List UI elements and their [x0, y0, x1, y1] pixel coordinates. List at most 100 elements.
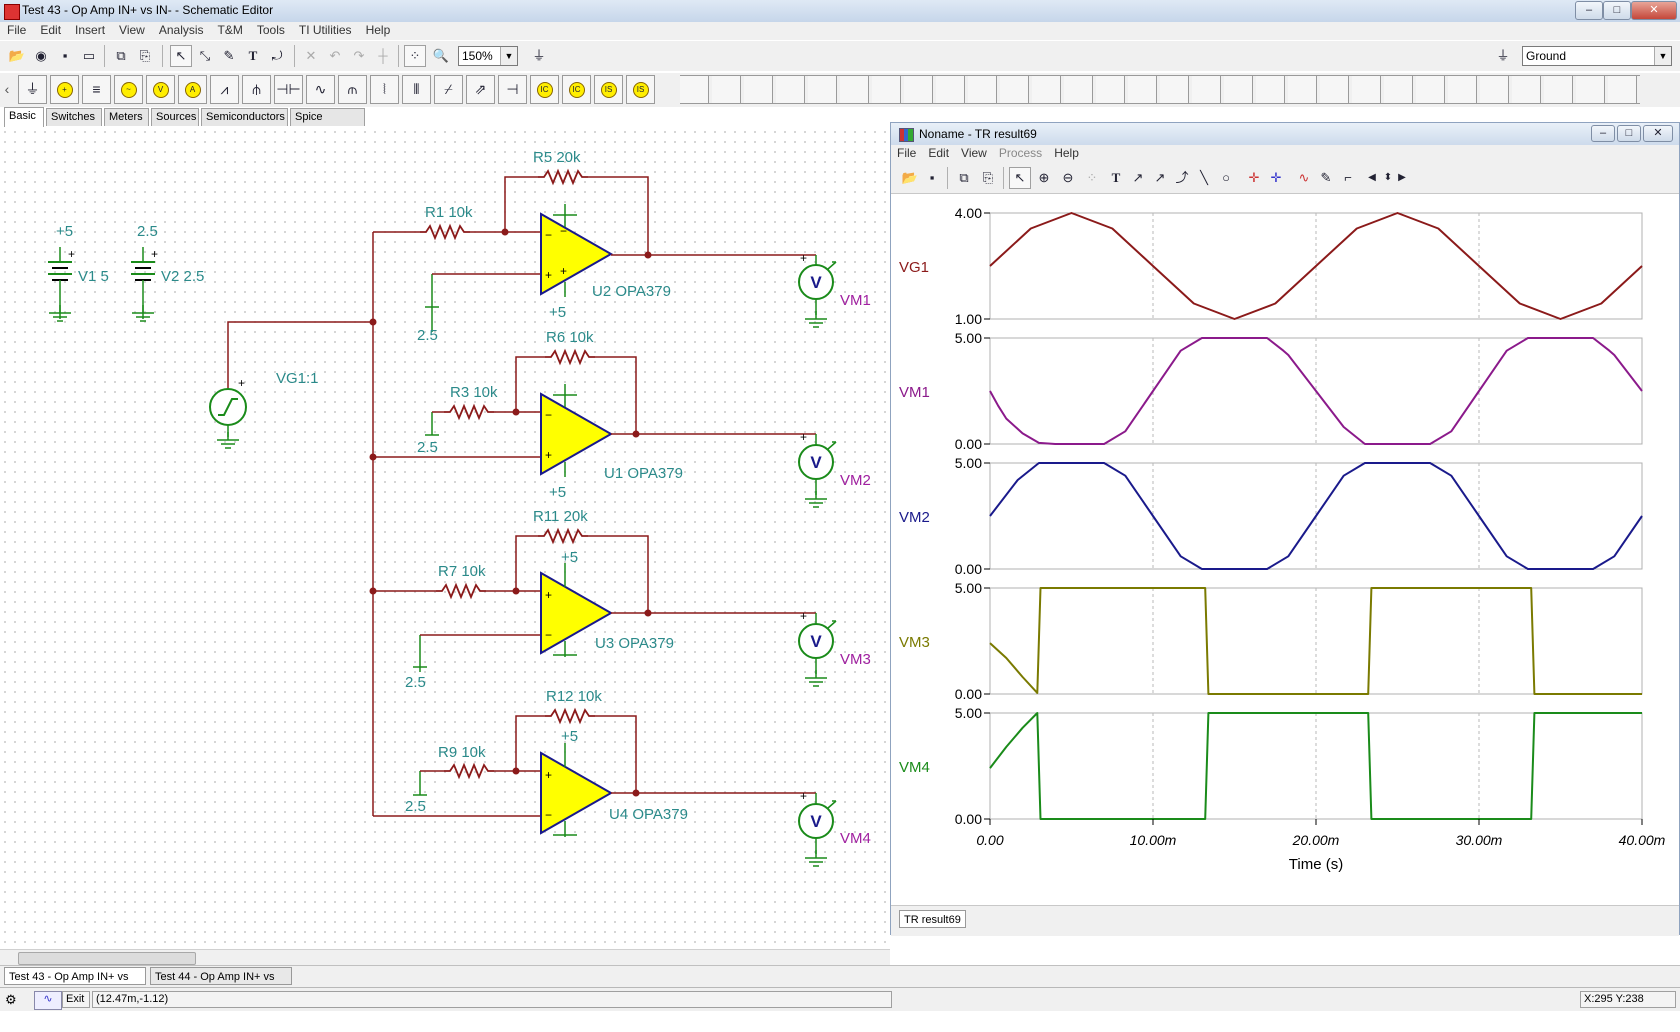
grid-icon[interactable]: ⁘ [404, 45, 426, 67]
potentiometer-icon[interactable]: ⫛ [242, 75, 271, 104]
rotate-icon[interactable]: ⤾ [271, 48, 283, 63]
tab-basic[interactable]: Basic [4, 107, 44, 127]
transformer-core-icon[interactable]: ⫴ [402, 75, 431, 104]
result-cursor-a-icon[interactable]: ✛ [1248, 170, 1260, 185]
result-select-arrow-icon[interactable]: ↖ [1009, 167, 1031, 189]
menu-view[interactable]: View [119, 23, 145, 37]
result-curve-2-icon[interactable]: ↗ [1154, 170, 1166, 185]
result-maximize-button[interactable]: □ [1617, 125, 1641, 142]
ammeter-icon[interactable]: A [178, 75, 207, 104]
controlled-source-3-icon[interactable]: IS [594, 75, 623, 104]
folder-icon[interactable]: ▭ [82, 48, 96, 63]
result-minimize-button[interactable]: – [1591, 125, 1615, 142]
menu-insert[interactable]: Insert [75, 23, 106, 37]
result-zoom-in-icon[interactable]: ⊕ [1038, 170, 1050, 185]
result-circle-icon[interactable]: ○ [1222, 170, 1230, 185]
exit-button[interactable]: Exit [62, 991, 90, 1008]
result-line-icon[interactable]: ╲ [1200, 170, 1208, 185]
coupled-inductor-icon[interactable]: ⦚ [370, 75, 399, 104]
transformer-icon[interactable]: ⫙ [338, 75, 367, 104]
menu-help[interactable]: Help [365, 23, 391, 37]
variable-element-icon[interactable]: ⇗ [466, 75, 495, 104]
probe-icon[interactable]: ⏚ [532, 48, 546, 63]
paste-icon[interactable]: ⎘ [139, 48, 151, 63]
function-generator-vg1[interactable] [209, 321, 373, 449]
result-paste-icon[interactable]: ⎘ [982, 170, 994, 185]
switch-icon[interactable]: ⌿ [434, 75, 463, 104]
capacitor-icon[interactable]: ⊣⊢ [274, 75, 303, 104]
result-menu-edit[interactable]: Edit [928, 146, 950, 160]
tab-semiconductors[interactable]: Semiconductors [201, 108, 288, 126]
wire-icon[interactable]: ┼ [378, 48, 388, 63]
close-button[interactable]: ✕ [1631, 1, 1677, 20]
tab-spice-macros[interactable]: Spice Macros [290, 108, 365, 140]
controlled-source-4-icon[interactable]: IS [626, 75, 655, 104]
result-navigate-updown-icon[interactable]: ⬍ [1383, 172, 1393, 183]
waveform-icon[interactable]: ∿ [34, 991, 62, 1010]
menu-ti-utilities[interactable]: TI Utilities [298, 23, 352, 37]
tab-test-44[interactable]: Test 44 - Op Amp IN+ vs IN- [150, 967, 292, 1001]
controlled-source-1-icon[interactable]: IC [530, 75, 559, 104]
inductor-icon[interactable]: ∿ [306, 75, 335, 104]
delete-icon[interactable]: ✕ [305, 48, 317, 63]
battery-v1[interactable] [48, 247, 72, 322]
schematic-canvas[interactable]: +5 + V1 5 2.5 + V2 2.5 + VG1:1 −+ −+ [0, 127, 890, 949]
copy-icon[interactable]: ⧉ [116, 48, 126, 63]
result-add-curve-icon[interactable]: ∿ [1298, 170, 1310, 185]
tab-switches[interactable]: Switches [46, 108, 102, 126]
pen-icon[interactable]: ✎ [223, 48, 235, 63]
ground-symbol-icon[interactable]: ⏚ [1496, 48, 1510, 63]
undo-icon[interactable]: ↶ [329, 48, 341, 63]
voltmeter-icon[interactable]: V [146, 75, 175, 104]
menu-tools[interactable]: Tools [256, 23, 285, 37]
text-icon[interactable]: T [248, 48, 258, 63]
result-navigate-left-icon[interactable]: ◀ [1368, 172, 1376, 183]
redo-icon[interactable]: ↷ [353, 48, 365, 63]
save-icon[interactable]: ▪ [62, 48, 68, 63]
result-navigate-right-icon[interactable]: ▶ [1398, 172, 1406, 183]
scroll-left-icon[interactable]: ‹ [4, 81, 10, 97]
select-arrow-icon[interactable]: ↖ [170, 45, 192, 67]
tab-meters[interactable]: Meters [104, 108, 149, 126]
result-open-icon[interactable]: 📂 [901, 170, 919, 185]
controlled-source-2-icon[interactable]: IC [562, 75, 591, 104]
result-text-icon[interactable]: T [1111, 170, 1121, 185]
voltage-source-icon[interactable]: ~ [114, 75, 143, 104]
result-menu-help[interactable]: Help [1054, 146, 1079, 160]
resistor-icon[interactable]: ⩘ [210, 75, 239, 104]
result-step-icon[interactable]: ⌐ [1344, 170, 1352, 185]
zoom-select[interactable]: 150%▼ [458, 46, 518, 66]
result-copy-icon[interactable]: ⧉ [959, 170, 969, 185]
result-curve-1-icon[interactable]: ↗ [1132, 170, 1144, 185]
web-icon[interactable]: ◉ [35, 48, 47, 63]
result-curve-3-icon[interactable]: ⤴ [1175, 170, 1189, 185]
open-icon[interactable]: 📂 [8, 48, 26, 63]
result-pen-icon[interactable]: ✎ [1320, 170, 1332, 185]
menu-analysis[interactable]: Analysis [158, 23, 204, 37]
wire-select-icon[interactable]: ⤡ [199, 48, 211, 63]
menu-edit[interactable]: Edit [40, 23, 62, 37]
schematic-horizontal-scrollbar[interactable] [0, 949, 890, 966]
minimize-button[interactable]: – [1575, 1, 1603, 20]
result-menu-view[interactable]: View [961, 146, 987, 160]
battery-v2[interactable] [131, 247, 155, 322]
tab-sources[interactable]: Sources [151, 108, 199, 126]
menu-tm[interactable]: T&M [217, 23, 243, 37]
result-zoom-out-icon[interactable]: ⊖ [1062, 170, 1074, 185]
maximize-button[interactable]: □ [1603, 1, 1631, 20]
result-menu-process[interactable]: Process [998, 146, 1043, 160]
tab-tr-result69[interactable]: TR result69 [899, 910, 966, 928]
result-close-button[interactable]: ✕ [1643, 125, 1673, 142]
tab-test-43[interactable]: Test 43 - Op Amp IN+ vs IN- [4, 967, 146, 1001]
result-cursor-b-icon[interactable]: ✛ [1270, 170, 1282, 185]
result-save-icon[interactable]: ▪ [929, 170, 935, 185]
zoom-icon[interactable]: 🔍 [432, 48, 450, 63]
result-menu-file[interactable]: File [897, 146, 917, 160]
battery-component-icon[interactable]: + [50, 75, 79, 104]
menu-file[interactable]: File [7, 23, 27, 37]
ground-select[interactable]: Ground▼ [1522, 46, 1672, 66]
battery-cell-icon[interactable]: ≡ [82, 75, 111, 104]
settings-icon[interactable]: ⚙ [5, 992, 17, 1007]
